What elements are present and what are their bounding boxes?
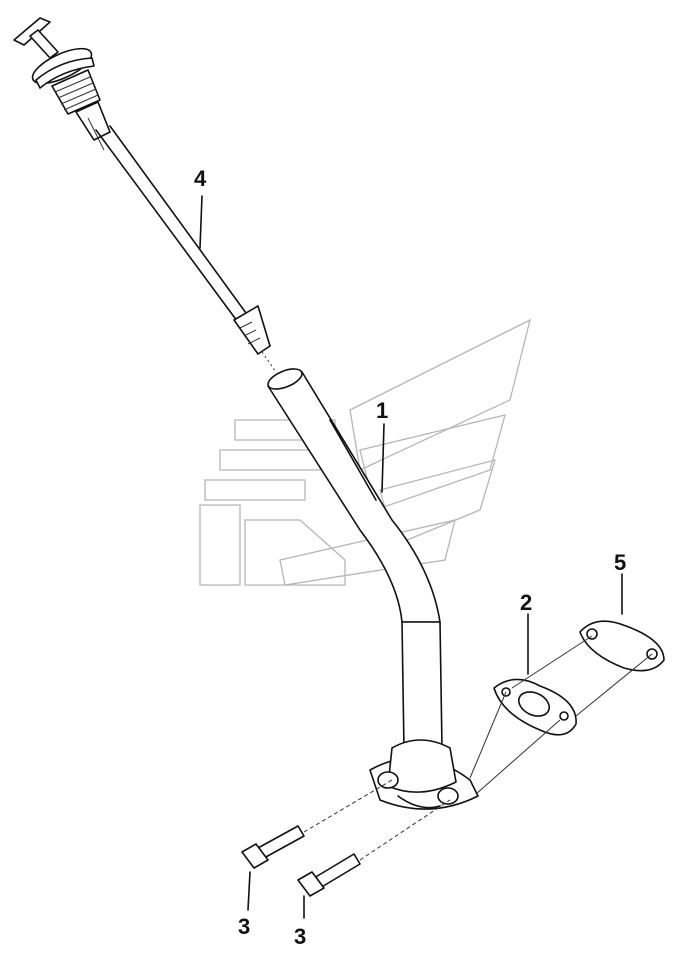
assembly-lines (303, 635, 653, 861)
watermark-logo (199, 318, 531, 586)
callout-1: 1 (376, 398, 388, 423)
callout-5: 5 (614, 550, 626, 575)
callout-3-right: 3 (294, 924, 306, 949)
cover-plate (579, 620, 665, 672)
bolt-lower (297, 853, 361, 897)
dipstick (13, 17, 277, 373)
callout-4: 4 (194, 166, 207, 191)
bolt-upper (241, 825, 305, 869)
flange-gasket (493, 678, 577, 736)
leader-lines (199, 195, 623, 919)
callout-3-left: 3 (238, 914, 250, 939)
dipstick-guide-tube (267, 368, 479, 810)
callout-2: 2 (520, 590, 532, 615)
